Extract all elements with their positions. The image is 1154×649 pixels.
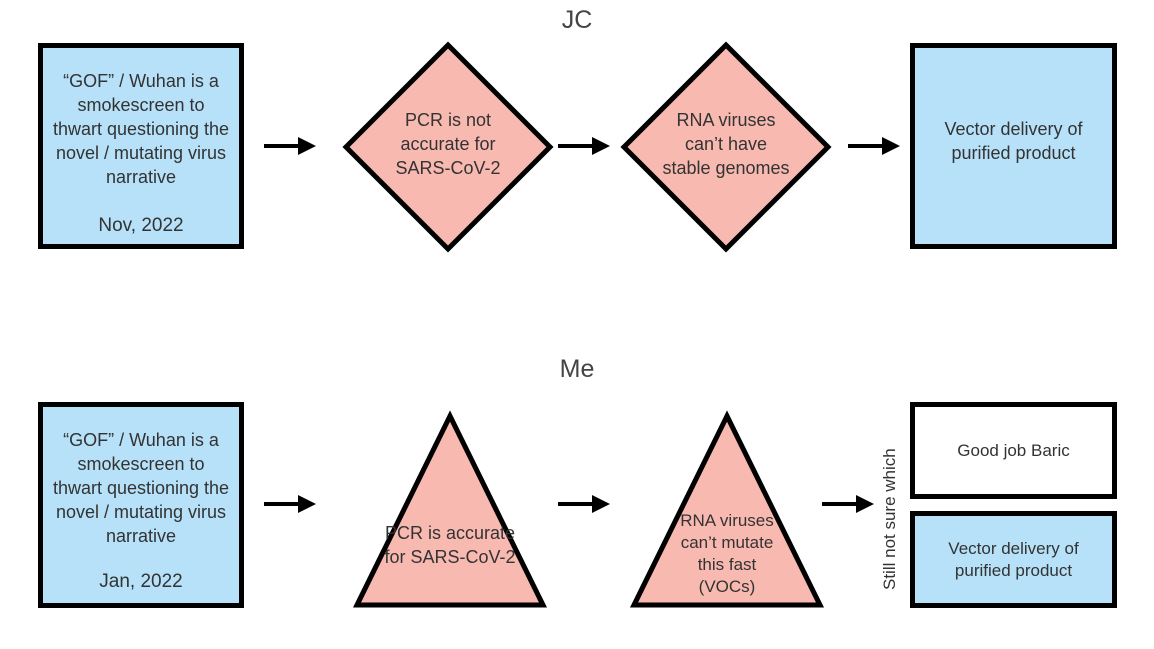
jc-pcr-text: PCR is not accurate for SARS-CoV-2 (395, 110, 501, 178)
arrow-icon (264, 495, 316, 513)
me-start-text: “GOF” / Wuhan is a smokescreen to thwart… (52, 430, 230, 546)
me-pcr-text: PCR is accurate for SARS-CoV-2 (384, 523, 516, 567)
option-box-vector: Vector delivery of purified product (910, 511, 1117, 608)
side-label: Still not sure which (880, 448, 899, 590)
row-title-jc: JC (561, 6, 593, 34)
jc-start-date: Nov, 2022 (98, 215, 184, 236)
me-rna-text: RNA viruses can’t mutate this fast (VOCs… (680, 511, 774, 596)
arrow-icon (558, 137, 610, 155)
arrow-icon (848, 137, 900, 155)
jc-end-box: Vector delivery of purified product (910, 43, 1117, 249)
jc-rna-text: RNA viruses can’t have stable genomes (662, 110, 790, 178)
arrow-icon (264, 137, 316, 155)
me-start-box: “GOF” / Wuhan is a smokescreen to thwart… (38, 402, 244, 608)
jc-end-text: Vector delivery of purified product (944, 119, 1083, 163)
jc-pcr-diamond (342, 41, 554, 253)
me-start-date: Jan, 2022 (99, 571, 183, 592)
jc-start-box: “GOF” / Wuhan is a smokescreen to thwart… (38, 43, 244, 249)
jc-start-text: “GOF” / Wuhan is a smokescreen to thwart… (52, 71, 230, 187)
option-good-job-text: Good job Baric (957, 440, 1070, 460)
arrow-icon (822, 495, 874, 513)
arrow-icon (558, 495, 610, 513)
me-pcr-triangle (352, 410, 548, 608)
jc-rna-diamond (620, 41, 832, 253)
option-vector-text: Vector delivery of purified product (948, 538, 1079, 580)
row-title-me: Me (559, 355, 595, 383)
option-box-good-job: Good job Baric (910, 402, 1117, 499)
me-rna-triangle (629, 410, 825, 608)
